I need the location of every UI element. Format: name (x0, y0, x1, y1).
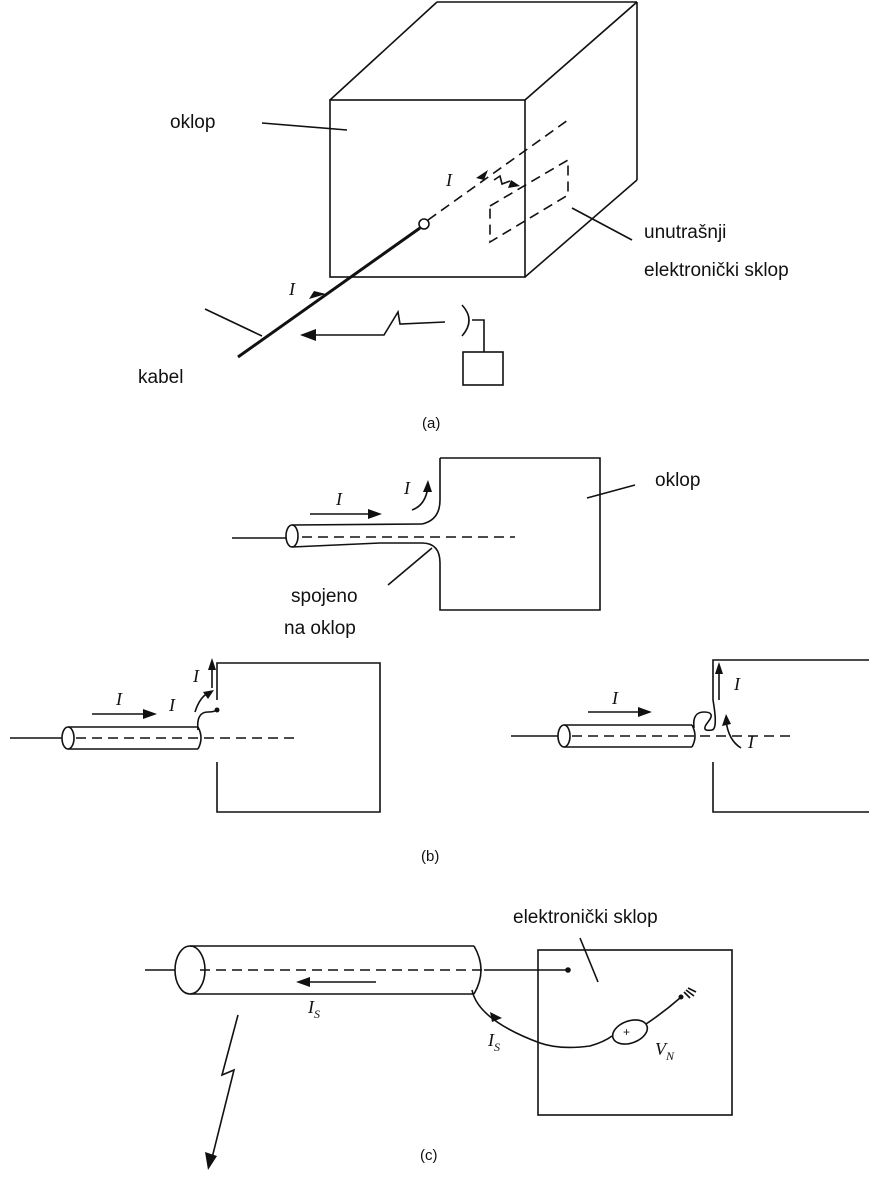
caption-a: (a) (422, 415, 440, 432)
current-up-symbol-b-right: I (733, 674, 741, 694)
radiated-field-arrowhead (300, 329, 316, 341)
panel-b-right: I I I (b) (421, 659, 869, 865)
shield-label-b: oklop (655, 470, 700, 491)
panel-a: oklop unutrašnji elektronički sklop I I … (138, 1, 789, 432)
radiated-emission-zigzag-c (211, 1014, 239, 1159)
shield-upper-fold (421, 458, 441, 525)
current-curve-arrowhead-b-left (203, 690, 214, 699)
cable-label: kabel (138, 367, 183, 388)
ground-icon (683, 987, 697, 999)
pigtail-b-right (692, 699, 717, 732)
current-symbol-b-right: I (611, 688, 619, 708)
circuit-label-line1: unutrašnji (644, 222, 726, 243)
current-up-arrowhead-b-right (715, 662, 723, 674)
connection-label-line1: spojeno (291, 586, 358, 607)
cable-shield-lower-b-top (291, 542, 381, 548)
panel-b-left: I I I (10, 658, 381, 813)
panel-b-top: I I oklop spojeno na oklop (232, 457, 700, 639)
shield-leader-b-top (586, 484, 636, 499)
noise-source-ground-wire (645, 997, 681, 1025)
noise-voltage-symbol-c: VN (655, 1039, 675, 1063)
return-current-symbol-c: IS (487, 1030, 500, 1054)
current-arrowhead-b-left (143, 709, 157, 719)
inner-current-arrowhead (476, 170, 488, 180)
shield-outline-b-right-bottom (712, 762, 869, 813)
current-curve-symbol-b-left: I (168, 695, 176, 715)
cable-shield-end-b-left (197, 726, 202, 750)
current-up-arrowhead-b-left (208, 658, 216, 670)
shield-outline-b-top (380, 457, 601, 611)
current-symbol-b-left: I (115, 689, 123, 709)
cable-end-b-left (61, 726, 75, 750)
ground-node-dot-c (678, 994, 684, 1000)
shield-current-symbol-c: IS (307, 997, 320, 1021)
noise-source-ellipse (611, 1019, 649, 1045)
return-path-wire-c (471, 989, 613, 1049)
current-curve-arrowhead-b-top (423, 480, 432, 492)
caption-b: (b) (421, 848, 439, 865)
current-curve-symbol-b-top: I (403, 478, 411, 498)
circuit-label-c: elektronički sklop (513, 907, 658, 928)
return-current-arrowhead-c (490, 1012, 502, 1022)
cable-shield-end-b-right (691, 724, 696, 748)
pigtail-b-left (196, 709, 218, 731)
noise-source-polarity-icon: + (623, 1025, 630, 1039)
cable-entry-hole (418, 218, 430, 230)
shield-leader-line (261, 122, 348, 131)
cable-leader-line (204, 308, 263, 337)
shield-current-arrowhead-c (296, 977, 310, 987)
cable-end-b-right (557, 724, 571, 748)
coupling-zigzag (493, 174, 511, 186)
shield-outline-b-right-top (712, 659, 869, 700)
cable-shield-upper-b-top (291, 523, 423, 526)
cable-end-b-top (285, 524, 299, 548)
cable-current-symbol: I (288, 279, 296, 299)
circuit-label-line2: elektronički sklop (644, 260, 789, 281)
current-symbol-b-top: I (335, 489, 343, 509)
circuit-leader-c (579, 937, 599, 983)
caption-c: (c) (420, 1147, 438, 1164)
connection-label-line2: na oklop (284, 618, 356, 639)
current-curve-arrowhead-b-right (722, 714, 731, 726)
current-up-symbol-b-left: I (192, 666, 200, 686)
shield-label: oklop (170, 112, 215, 133)
current-arrowhead-b-right (638, 707, 652, 717)
cable-current-arrowhead (309, 291, 326, 299)
electronic-circuit-box (537, 949, 733, 1116)
pigtail-dot-b-left (214, 707, 220, 713)
shield-outline-b-left (216, 662, 381, 813)
shield-box (329, 1, 638, 278)
coupling-arrowhead (508, 180, 520, 188)
antenna-source-icon (461, 304, 504, 386)
connection-leader-b (387, 547, 433, 586)
current-arrowhead-b-top (368, 509, 382, 519)
cable-internal-path (427, 119, 569, 221)
cable (237, 226, 421, 359)
panel-c: elektronički sklop IS IS + VN (145, 907, 733, 1170)
radiated-emission-arrowhead-c (205, 1152, 217, 1170)
radiated-field-zigzag (302, 309, 446, 336)
current-curve-symbol-b-right: I (747, 732, 755, 752)
inner-current-symbol: I (445, 170, 453, 190)
core-connection-dot-c (565, 967, 571, 973)
internal-circuit-outline (489, 158, 569, 244)
circuit-leader-line (571, 207, 633, 241)
